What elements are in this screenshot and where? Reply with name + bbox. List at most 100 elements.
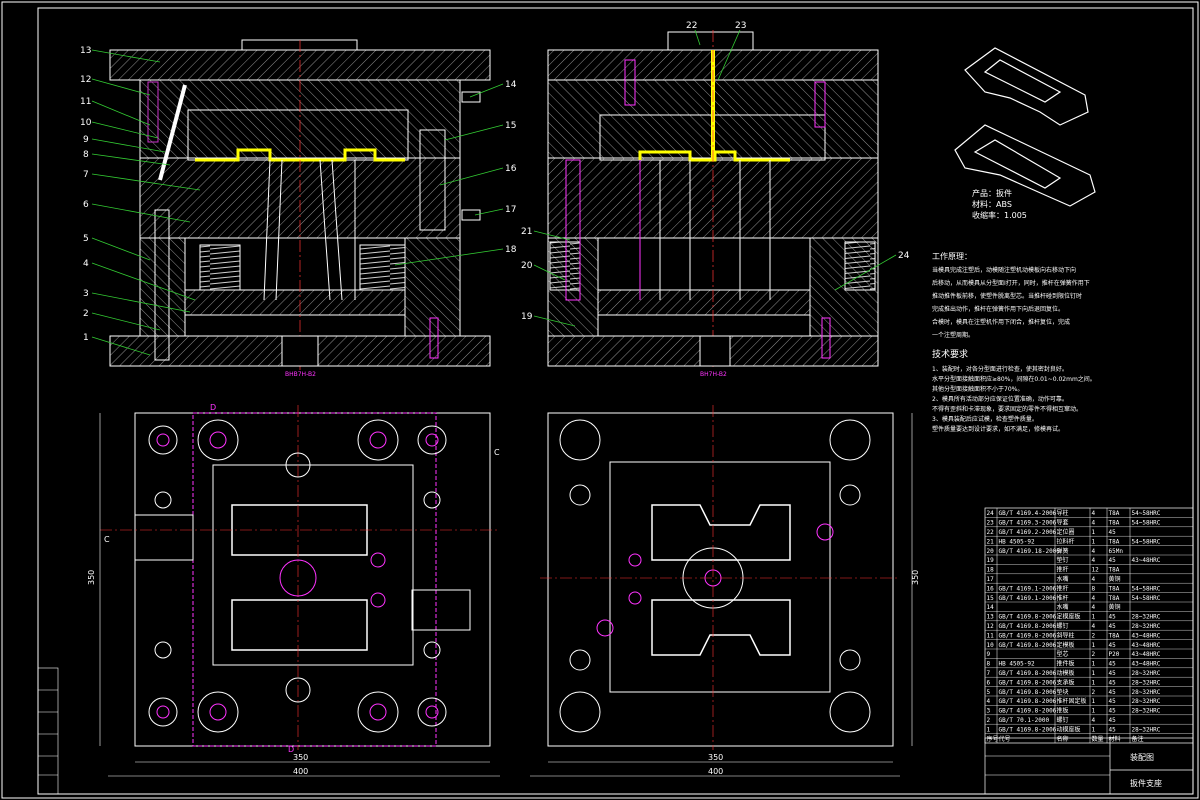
bom-cell: P20 bbox=[1109, 651, 1120, 658]
tr-line-1: 1、装配时，对各分型面进行检查，使其密封良好。 bbox=[932, 365, 1068, 373]
bom-cell: GB/T 4169.8-2006 bbox=[999, 642, 1057, 649]
part-no-9: 9 bbox=[83, 135, 89, 145]
bom-cell: 16 bbox=[987, 585, 995, 592]
lp-hole bbox=[148, 697, 178, 727]
wp-line-4: 完成推出动作，推杆在弹簧作用下向后退回复位。 bbox=[932, 305, 1064, 313]
bom-cell: 1 bbox=[1092, 661, 1096, 668]
tr-line-5: 不得有歪斜和卡滞现象，要求固定的零件不得相互窜动。 bbox=[932, 405, 1082, 413]
ko-hole bbox=[281, 335, 319, 367]
bom-cell: 45 bbox=[1109, 698, 1117, 705]
lp-hole bbox=[285, 452, 311, 478]
bom-cell: 5 bbox=[987, 689, 991, 696]
lp-hole bbox=[197, 691, 239, 733]
bom-cell: 1 bbox=[1092, 538, 1096, 545]
bom-cell: GB/T 4169.8-2006 bbox=[999, 698, 1057, 705]
bom-cell: HB 4505-92 bbox=[999, 661, 1036, 668]
bom-header-cell: 名称 bbox=[1057, 735, 1069, 743]
bottom-bolt bbox=[429, 317, 439, 359]
rp-hole bbox=[569, 649, 591, 671]
bom-cell: 1 bbox=[1092, 679, 1096, 686]
product-info: 产品：扳件 材料：ABS 收缩率：1.005 bbox=[972, 188, 1027, 220]
return-bolt-left bbox=[147, 81, 159, 143]
rp-cavity-top bbox=[651, 504, 791, 561]
lp-slide-left bbox=[134, 514, 194, 561]
tr-line-2: 水平分型面接触面积应≥80%，间隙在0.01~0.02mm之间。 bbox=[932, 375, 1096, 383]
part-no-18: 18 bbox=[505, 245, 517, 255]
bom-cell: 28~32HRC bbox=[1132, 708, 1161, 715]
bom-cell: 4 bbox=[1092, 717, 1096, 724]
r-top-bolt-right bbox=[814, 81, 826, 128]
leader-16 bbox=[439, 167, 504, 186]
support-right bbox=[404, 237, 461, 337]
dim-left-height: 350 bbox=[87, 570, 96, 585]
lp-hole bbox=[148, 425, 178, 455]
rp-hole bbox=[596, 619, 614, 637]
bom-cell: 17 bbox=[987, 576, 995, 583]
dim-right-outer-width: 400 bbox=[708, 767, 723, 776]
bom-cell: GB/T 4169.3-2006 bbox=[999, 520, 1057, 527]
r-top-bolt-left bbox=[624, 59, 636, 106]
bom-header-cell: 代号 bbox=[999, 735, 1011, 743]
bom-cell: GB/T 4169.2-2006 bbox=[999, 529, 1057, 536]
section-mark-d-top: D bbox=[210, 403, 216, 412]
bom-cell: 斜导柱 bbox=[1057, 631, 1075, 639]
bom-cell: T8A bbox=[1109, 510, 1120, 517]
left-part-numbers: 13 12 11 10 9 8 7 6 5 4 3 2 1 14 15 16 1… bbox=[80, 46, 517, 356]
part-no-10: 10 bbox=[80, 118, 92, 128]
wp-line-6: 一个注塑周期。 bbox=[932, 331, 974, 339]
bom-cell: GB/T 4169.8-2006 bbox=[999, 708, 1057, 715]
tr-line-3: 其他分型面接触面积不小于70%。 bbox=[932, 385, 1023, 393]
guide-pillar-left bbox=[154, 209, 170, 361]
springs-left bbox=[199, 244, 241, 291]
bom-cell: 43~48HRC bbox=[1132, 642, 1161, 649]
bom-cell: 弹簧 bbox=[1057, 547, 1069, 555]
leader-23 bbox=[717, 29, 741, 81]
bom-cell: 65Mn bbox=[1109, 548, 1124, 555]
bom-cell: 1 bbox=[987, 726, 991, 733]
leader-24 bbox=[834, 254, 897, 291]
r-guide-pillar bbox=[565, 159, 581, 301]
lp-guide-holes bbox=[148, 419, 447, 733]
leader-4 bbox=[91, 262, 196, 301]
part-no-3: 3 bbox=[83, 289, 89, 299]
bom-cell: 11 bbox=[987, 632, 995, 639]
lp-slide-right bbox=[411, 589, 471, 631]
lp-hole bbox=[357, 419, 399, 461]
part-no-20: 20 bbox=[521, 261, 533, 271]
bom-cell: 45 bbox=[1109, 679, 1117, 686]
product-name: 产品：扳件 bbox=[972, 188, 1012, 198]
r-bottom-bolt bbox=[821, 317, 831, 359]
title-block-box bbox=[984, 737, 1194, 795]
bom-cell: 9 bbox=[987, 651, 991, 658]
bom-cell: 4 bbox=[1092, 576, 1096, 583]
water-nozzle-top bbox=[461, 91, 481, 103]
bom-cell: 45 bbox=[1109, 623, 1117, 630]
right-plan-dims: 350 400 350 bbox=[530, 413, 920, 777]
product-shrinkage: 收缩率：1.005 bbox=[972, 210, 1027, 220]
bom-header-cell: 数量 bbox=[1092, 735, 1104, 743]
bom-header-cell: 备注 bbox=[1132, 735, 1144, 743]
section-mark-d-bottom: D bbox=[288, 745, 294, 754]
bom-cell: 型芯 bbox=[1057, 650, 1069, 658]
bom-cell: 4 bbox=[1092, 520, 1096, 527]
bom-cell: 45 bbox=[1109, 614, 1117, 621]
bom-cell: GB/T 4169.8-2006 bbox=[999, 670, 1057, 677]
working-principle-title: 工作原理： bbox=[932, 251, 972, 261]
bom-cell: 螺钉 bbox=[1057, 622, 1069, 630]
bom-cell: 54~58HRC bbox=[1132, 585, 1161, 592]
bom-cell: GB/T 4169.1-2006 bbox=[999, 585, 1057, 592]
left-plan-view bbox=[100, 405, 500, 750]
rp-hole bbox=[569, 484, 591, 506]
bom-cell: 1 bbox=[1092, 708, 1096, 715]
bom-cell: 28~32HRC bbox=[1132, 623, 1161, 630]
bom-cell: 8 bbox=[987, 661, 991, 668]
product-bottom-inner bbox=[973, 139, 1062, 189]
rp-holes bbox=[559, 419, 871, 733]
dim-right-inner-width: 350 bbox=[708, 753, 723, 762]
working-principle: 工作原理： 当模具完成注塑后，动模随注塑机动模板向右移动下向 后移动，从而模具从… bbox=[932, 251, 1090, 339]
bom-cell: HB 4505-92 bbox=[999, 538, 1036, 545]
lp-cavity-bottom bbox=[231, 599, 368, 651]
bom-cell: 推板 bbox=[1057, 707, 1069, 715]
leader-22 bbox=[694, 29, 701, 46]
bom-cell: 18 bbox=[987, 567, 995, 574]
